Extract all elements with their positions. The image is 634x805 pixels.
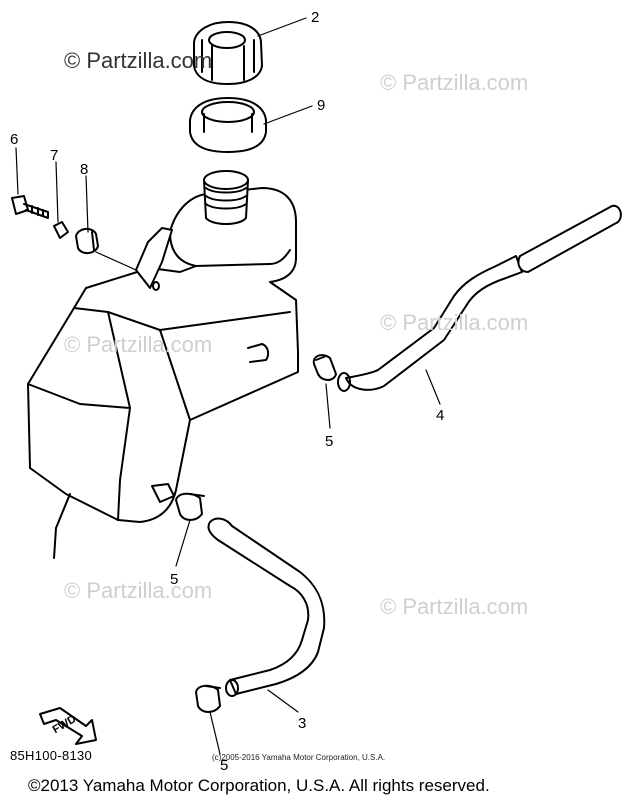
- washer: [53, 221, 69, 239]
- callout-upper-clamp: 5: [325, 433, 333, 450]
- grommet: [75, 228, 99, 254]
- fuel-cap: [193, 21, 263, 85]
- upper-hose: [337, 204, 622, 392]
- filler-gasket: [189, 97, 267, 153]
- lower-hose: [207, 517, 326, 697]
- upper-clamp: [312, 354, 337, 381]
- watermark: © Partzilla.com: [64, 578, 213, 603]
- callout-lower-hose: 3: [298, 715, 306, 732]
- callout-bottom-clamp: 5: [220, 757, 228, 774]
- lower-clamp: [175, 492, 205, 521]
- callout-lower-clamp: 5: [170, 571, 178, 588]
- fwd-arrow-icon: [39, 707, 97, 745]
- watermark: © Partzilla.com: [380, 310, 529, 335]
- callout-upper-hose: 4: [436, 407, 444, 424]
- bottom-clamp: [195, 684, 221, 713]
- small-copyright: (c)2005-2016 Yamaha Motor Corporation, U…: [212, 753, 386, 762]
- watermark: © Partzilla.com: [64, 48, 213, 73]
- watermark: © Partzilla.com: [380, 594, 529, 619]
- callout-washer: 7: [50, 147, 58, 164]
- watermark: © Partzilla.com: [64, 332, 213, 357]
- callout-grommet: 8: [80, 161, 88, 178]
- watermark: © Partzilla.com: [380, 70, 529, 95]
- leader-lines: [15, 17, 441, 755]
- callout-gasket: 9: [317, 97, 325, 114]
- callout-cap: 2: [311, 9, 319, 26]
- fuel-tank: [27, 170, 299, 559]
- diagram-code: 85H100-8130: [10, 748, 93, 763]
- bolt: [11, 195, 49, 219]
- callout-bolt: 6: [10, 131, 18, 148]
- footer-copyright: ©2013 Yamaha Motor Corporation, U.S.A. A…: [28, 776, 490, 795]
